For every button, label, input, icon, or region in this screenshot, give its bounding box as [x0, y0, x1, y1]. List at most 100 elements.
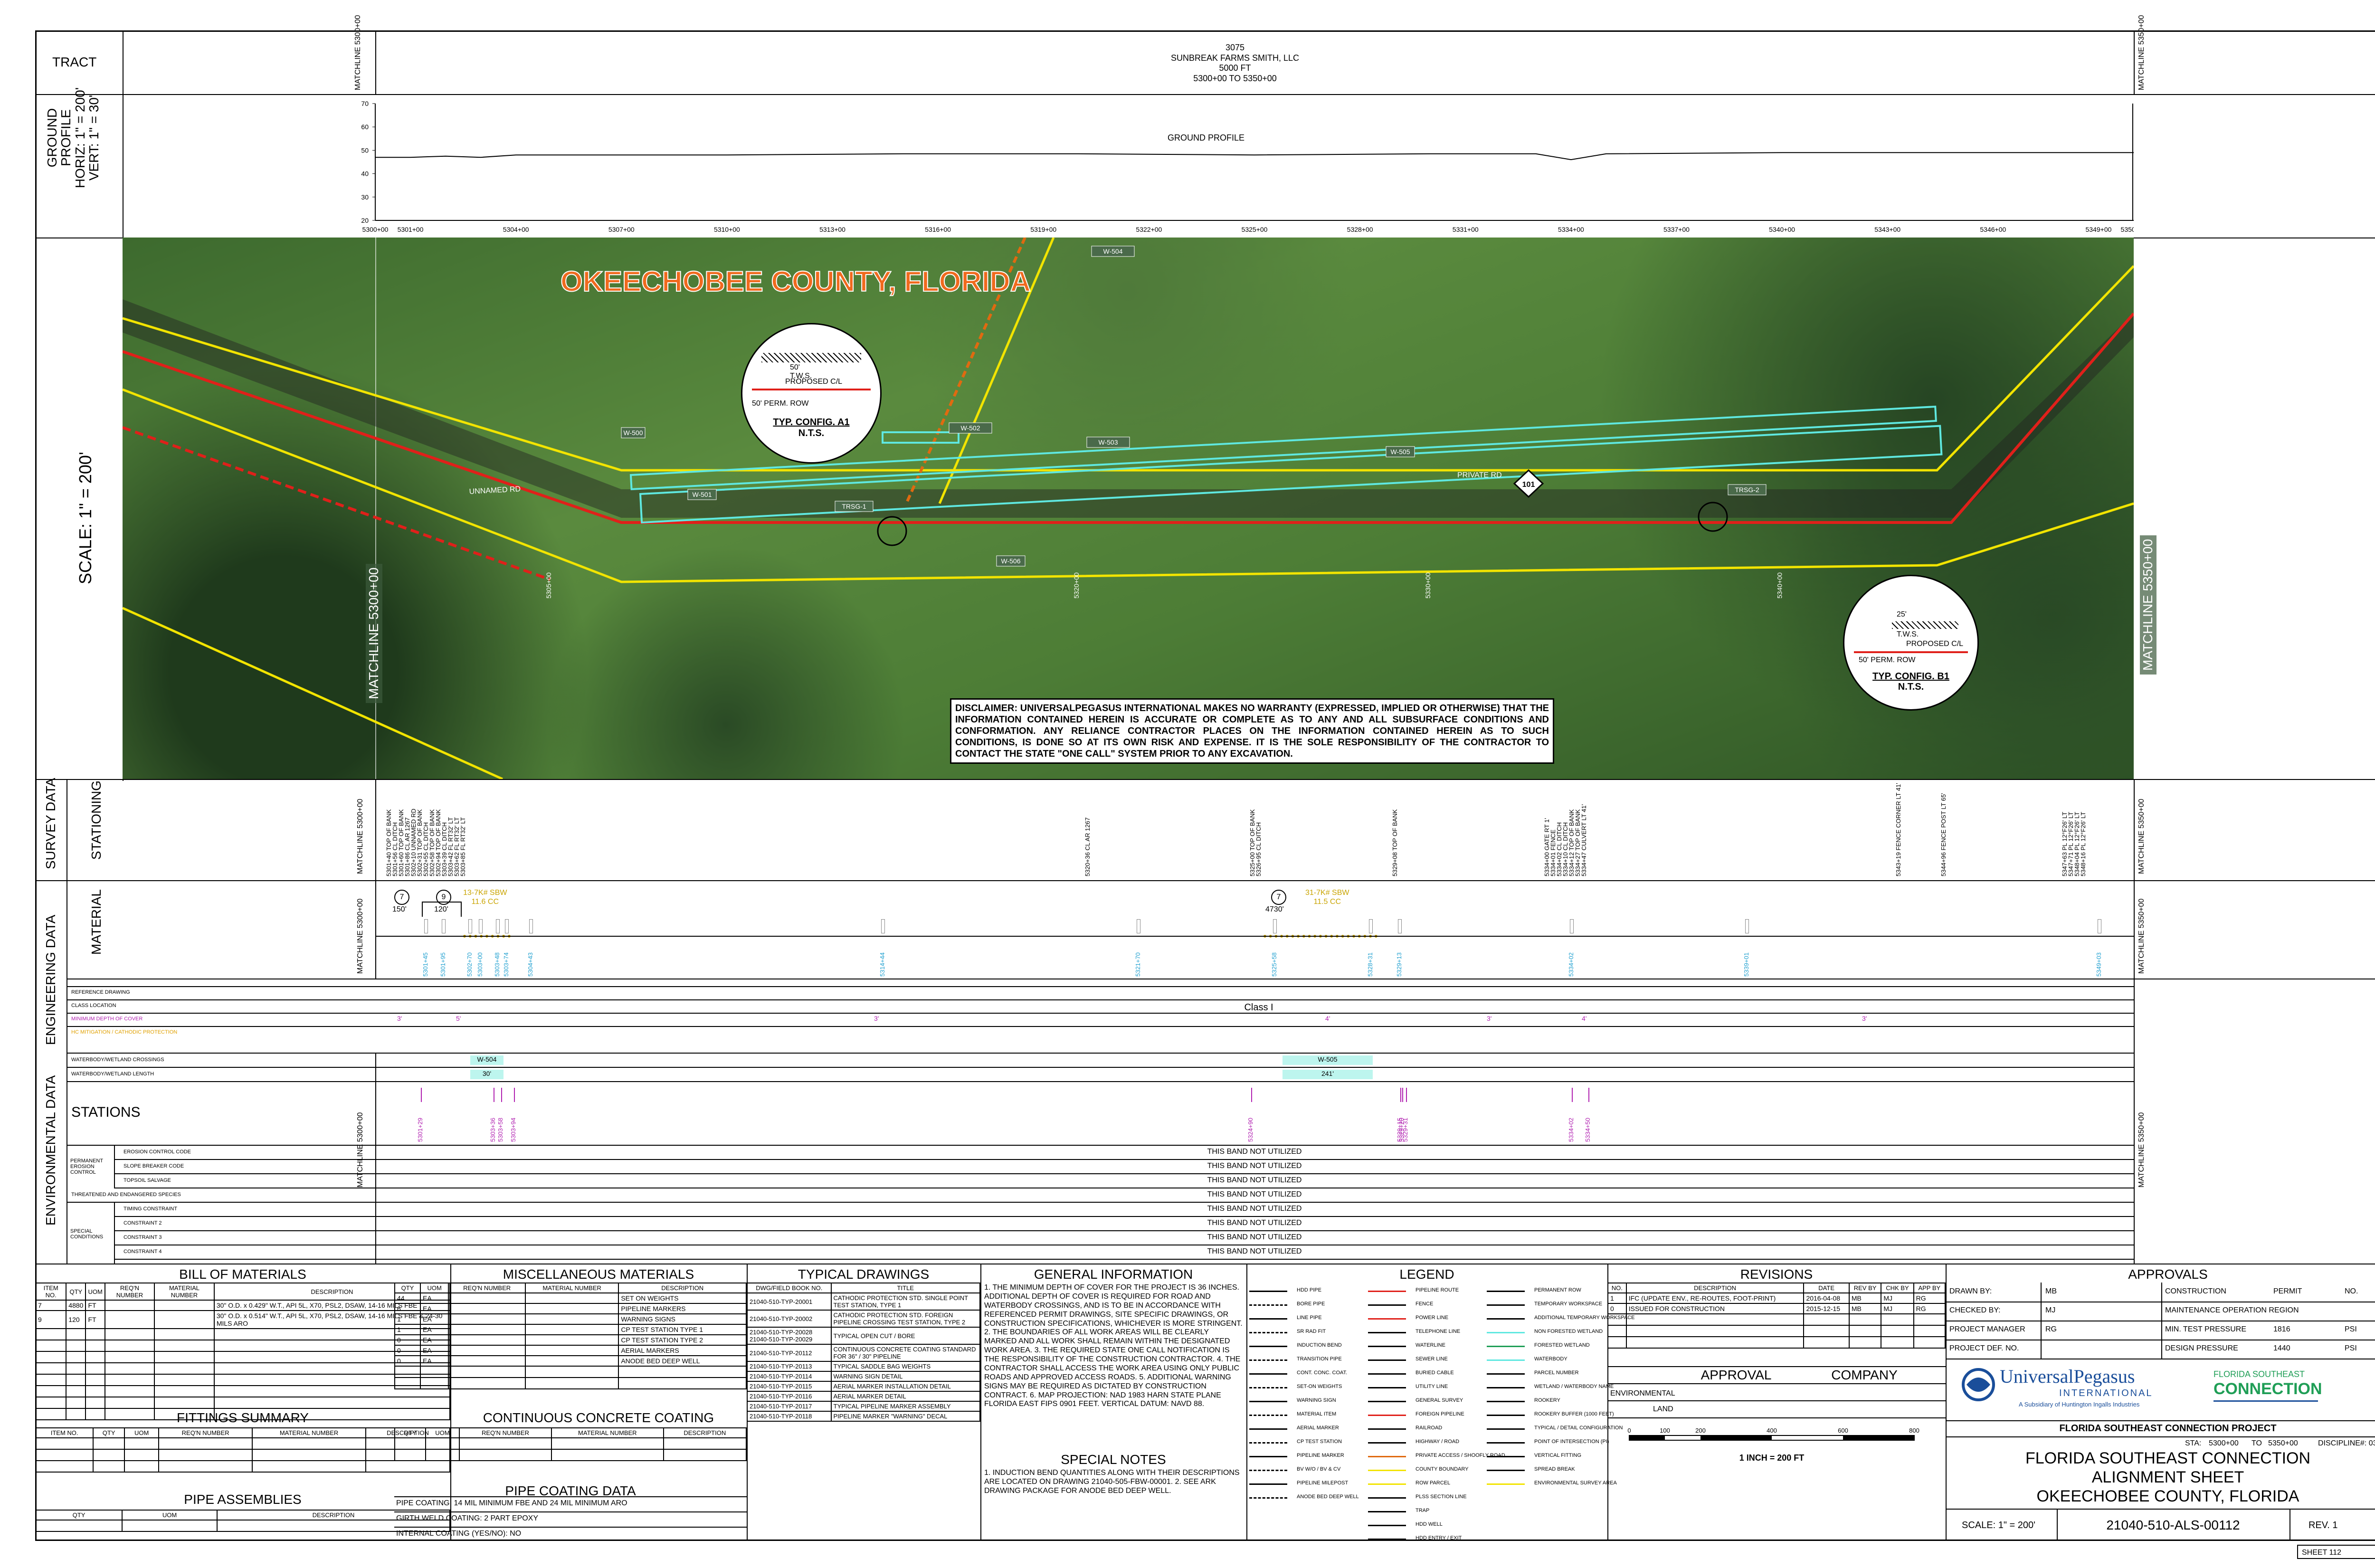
survey-station: 5348+16 PL 12°F26' LT [2080, 812, 2087, 876]
legend-symbol [1249, 1332, 1287, 1333]
table-cell [618, 1366, 747, 1378]
map-tag: W-503 [1099, 438, 1118, 446]
table-cell: 4880 [66, 1300, 86, 1311]
divider [394, 1496, 747, 1497]
profile-x-tick-label: 5337+00 [1663, 226, 1690, 233]
table-cell: 0 [394, 1334, 421, 1346]
table-cell [35, 1374, 67, 1386]
legend-symbol [1487, 1483, 1525, 1485]
sta-to-word: TO [2252, 1439, 2262, 1447]
tract-station-range: 5300+00 TO 5350+00 [1193, 73, 1277, 83]
table-cell: 2015-12-15 [1803, 1303, 1850, 1314]
legend-item: GENERAL SURVEY [1416, 1397, 1463, 1403]
scale-tick-label: 800 [1909, 1427, 1919, 1434]
table-cell [35, 1408, 67, 1420]
table-header: REQ'N NUMBER [158, 1427, 253, 1438]
legend-item: WATERBODY [1534, 1356, 1568, 1362]
wetland-w-504 [882, 431, 960, 444]
legend-item: AERIAL MARKER [1297, 1425, 1339, 1431]
engineering-station: 5349+03 [2095, 952, 2103, 977]
env-station-tick [1402, 1088, 1403, 1102]
table-cell [35, 1437, 94, 1450]
table-cell [1803, 1336, 1850, 1349]
table-cell: 1 [394, 1313, 421, 1325]
engineering-station: 5325+58 [1270, 952, 1278, 977]
band-not-utilized: THIS BAND NOT UTILIZED [1207, 1162, 1302, 1170]
legend-item: WETLAND / WATERBODY NAME [1534, 1384, 1614, 1389]
divider [66, 986, 2134, 987]
profile-x-tick-label: 5310+00 [714, 226, 740, 233]
survey-station: 5326+95 CL DITCH [1255, 822, 1262, 876]
legend-item: FENCE [1416, 1301, 1434, 1307]
table-cell: 7 [35, 1300, 67, 1311]
detail-b1-nts: N.T.S. [1898, 682, 1924, 692]
table-cell: 21040-510-TYP-20117 [747, 1401, 832, 1412]
divider [114, 1173, 2134, 1174]
legend-item: BV W/O / BV & CV [1297, 1466, 1341, 1472]
table-cell: CATHODIC PROTECTION STD. SINGLE POINT TE… [830, 1292, 980, 1311]
legend-symbol [1487, 1346, 1525, 1347]
map-matchline-right: MATCHLINE 5350+00 [2140, 535, 2156, 675]
tract-matchline-right: MATCHLINE 5350+00 [2138, 15, 2146, 90]
table-cell [35, 1449, 94, 1461]
divider [66, 779, 67, 1264]
table-cell [85, 1362, 105, 1375]
sta-label: STA: [2185, 1439, 2202, 1447]
disclaimer: DISCLAIMER: UNIVERSALPEGASUS INTERNATION… [950, 698, 1554, 764]
table-row [35, 1362, 451, 1375]
band-not-utilized: THIS BAND NOT UTILIZED [1207, 1233, 1302, 1241]
profile-x-tick-label: 5307+00 [608, 226, 635, 233]
table-header: MATERIAL NUMBER [525, 1283, 619, 1293]
sheet-title-2: ALIGNMENT SHEET [2091, 1468, 2244, 1486]
table-cell [663, 1437, 747, 1450]
crossing-w-505: W-505 [1282, 1055, 1373, 1065]
profile-side-line-2: PROFILE [58, 109, 74, 166]
legend-symbol [1487, 1332, 1525, 1333]
aerial-map [123, 238, 2134, 779]
engineering-station: 5339+01 [1743, 952, 1750, 977]
table-cell [419, 1377, 449, 1389]
table-cell [525, 1355, 619, 1367]
table-cell: SET ON WEIGHTS [618, 1292, 747, 1304]
sheet-title-1: FLORIDA SOUTHEAST CONNECTION [2025, 1449, 2311, 1467]
scale-text: 1 INCH = 200 FT [1739, 1453, 1805, 1463]
table-cell [85, 1374, 105, 1386]
table-row [35, 1351, 451, 1363]
legend-item: PIPELINE ROUTE [1416, 1287, 1459, 1293]
divider [114, 1259, 2134, 1260]
marker-101: 101 [1522, 481, 1535, 489]
table-cell: 21040-510-TYP-20116 [747, 1391, 832, 1402]
detail-a1-tws: T.W.S. [790, 372, 812, 380]
legend-symbol [1487, 1442, 1525, 1444]
table-cell: CP TEST STATION TYPE 2 [618, 1334, 747, 1346]
table-cell [394, 1366, 421, 1378]
table-cell [85, 1351, 105, 1363]
env-station-tick [1406, 1088, 1407, 1102]
tract-label: TRACT [52, 55, 97, 69]
tract-length: 5000 FT [1219, 63, 1251, 73]
special-notes-title: SPECIAL NOTES [1061, 1452, 1166, 1467]
table-header: MATERIAL NUMBER [551, 1427, 664, 1438]
table-cell: 0 [394, 1345, 421, 1356]
concrete-title: CONTINUOUS CONCRETE COATING [483, 1410, 714, 1425]
legend-symbol [1368, 1401, 1406, 1402]
survey-label: SURVEY DATA [43, 778, 58, 869]
bom-title: BILL OF MATERIALS [179, 1267, 306, 1282]
band-not-utilized: THIS BAND NOT UTILIZED [1207, 1190, 1302, 1198]
table-cell: MJ [1881, 1303, 1914, 1314]
legend-symbol [1249, 1401, 1287, 1402]
table-row [35, 1408, 451, 1420]
table-cell [93, 1460, 125, 1473]
table-cell [448, 1355, 526, 1367]
divider [2161, 1283, 2162, 1359]
table-header: DESCRIPTION [618, 1283, 747, 1293]
table-header: ITEM NO. [35, 1283, 67, 1301]
table-cell [525, 1324, 619, 1335]
tract-info: 3075 SUNBREAK FARMS SMITH, LLC 5000 FT 5… [1092, 43, 1378, 84]
map-tag: W-501 [693, 491, 712, 498]
profile-x-tick-label: 5300+00 [362, 226, 389, 233]
legend-item: HDD PIPE [1297, 1287, 1321, 1293]
